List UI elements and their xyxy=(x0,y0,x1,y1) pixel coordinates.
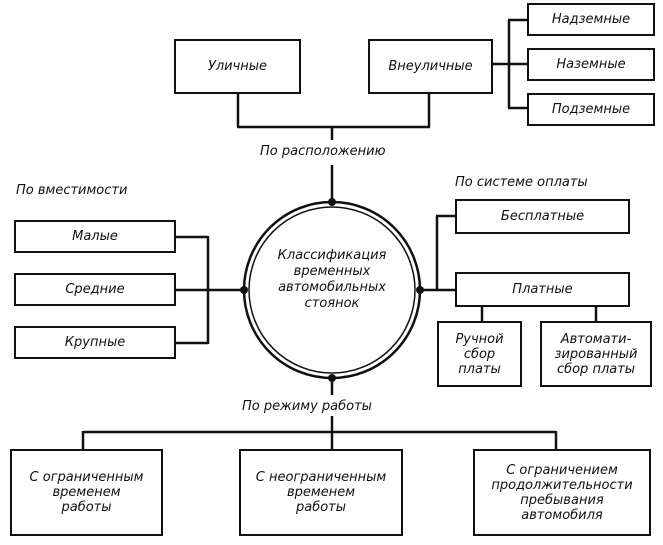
box-paid: Платные xyxy=(455,272,630,307)
center-title-line: Классификация xyxy=(277,248,387,263)
box-limited-stay: С ограничением продолжительности пребыва… xyxy=(473,449,651,536)
label-by-capacity: По вместимости xyxy=(14,183,130,198)
box-unlimited-hours: С неограниченным временем работы xyxy=(239,449,403,536)
box-offstreet: Внеуличные xyxy=(368,39,493,94)
box-limited-stay-line: С ограничением xyxy=(506,462,618,478)
box-small-label: Малые xyxy=(72,229,118,244)
box-above-ground: Надземные xyxy=(527,3,655,36)
box-automated-payment-line: Автомати- xyxy=(560,331,632,347)
box-paid-label: Платные xyxy=(512,282,573,297)
box-underground: Подземные xyxy=(527,93,655,126)
box-ground-level-label: Наземные xyxy=(556,57,626,72)
box-free-label: Бесплатные xyxy=(500,209,585,224)
box-limited-hours-line: работы xyxy=(61,500,112,515)
box-automated-payment-line: зированный xyxy=(554,346,638,362)
box-limited-stay-line: продолжительности xyxy=(491,477,633,493)
center-title: Классификация временных автомобильных ст… xyxy=(252,248,412,312)
box-limited-stay-line: пребывания xyxy=(520,492,604,508)
box-limited-hours: С ограниченным временем работы xyxy=(10,449,163,536)
box-street: Уличные xyxy=(174,39,301,94)
box-unlimited-hours-line: временем xyxy=(286,485,356,500)
junction-dot-left xyxy=(240,286,248,294)
box-medium-label: Средние xyxy=(65,282,125,297)
box-manual-payment-line: сбор xyxy=(463,346,496,362)
box-offstreet-label: Внеуличные xyxy=(388,59,473,74)
label-by-location: По расположению xyxy=(258,144,388,159)
junction-dot-right xyxy=(416,286,424,294)
box-ground-level: Наземные xyxy=(527,48,655,81)
junction-dot-top xyxy=(328,198,336,206)
box-unlimited-hours-line: С неограниченным xyxy=(255,470,387,485)
center-title-line: автомобильных xyxy=(278,280,386,295)
label-by-schedule: По режиму работы xyxy=(240,399,374,414)
box-underground-label: Подземные xyxy=(551,102,631,117)
box-large: Крупные xyxy=(14,326,176,359)
box-above-ground-label: Надземные xyxy=(551,12,631,27)
box-unlimited-hours-line: работы xyxy=(295,500,347,515)
box-limited-stay-line: автомобиля xyxy=(521,507,603,523)
label-by-payment: По системе оплаты xyxy=(453,175,590,190)
box-limited-hours-line: С ограниченным xyxy=(29,470,144,485)
junction-dot-bottom xyxy=(328,374,336,382)
box-manual-payment: Ручной сбор платы xyxy=(437,321,522,387)
box-small: Малые xyxy=(14,220,176,253)
box-manual-payment-line: Ручной xyxy=(455,331,504,347)
box-limited-hours-line: временем xyxy=(52,485,121,500)
box-street-label: Уличные xyxy=(207,59,268,74)
box-large-label: Крупные xyxy=(64,335,126,350)
box-medium: Средние xyxy=(14,273,176,306)
center-title-line: временных xyxy=(293,264,371,279)
box-automated-payment: Автомати- зированный сбор платы xyxy=(540,321,652,387)
box-manual-payment-line: платы xyxy=(458,361,501,377)
box-free: Бесплатные xyxy=(455,199,630,234)
center-inner-ring xyxy=(248,206,416,374)
center-title-line: стоянок xyxy=(304,296,360,311)
box-automated-payment-line: сбор платы xyxy=(556,361,636,377)
